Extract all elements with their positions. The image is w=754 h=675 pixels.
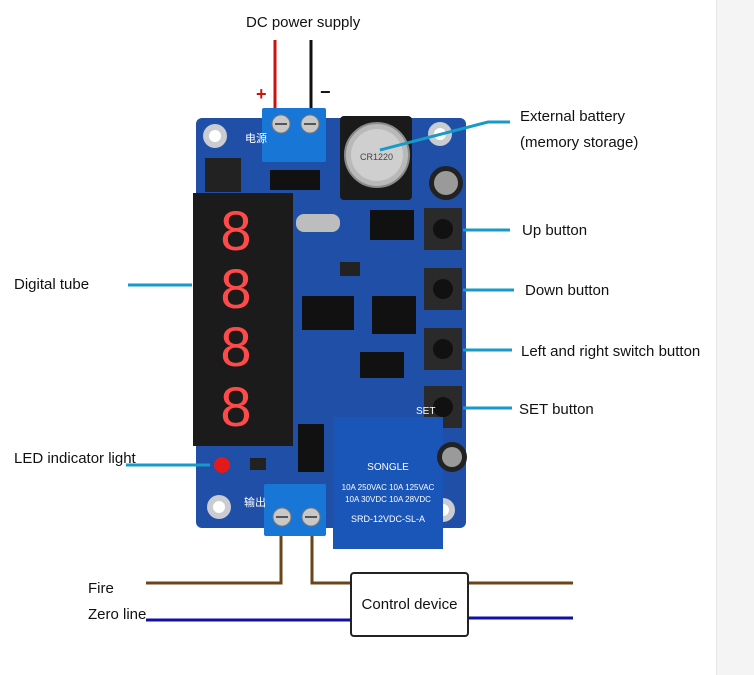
relay-model: SRD-12VDC-SL-A	[351, 514, 425, 524]
battery-label-line2: (memory storage)	[520, 134, 639, 151]
led-label: LED indicator light	[14, 450, 136, 467]
digital-tube-label: Digital tube	[14, 276, 90, 293]
smd-part	[340, 262, 360, 276]
zero-line-label: Zero line	[88, 606, 147, 623]
ic-regulator	[205, 158, 241, 192]
ic-small	[360, 352, 404, 378]
relay-brand: SONGLE	[367, 462, 409, 473]
fire-label: Fire	[88, 580, 114, 597]
digit-3: 8	[220, 315, 251, 378]
dc-power-label: DC power supply	[246, 14, 361, 31]
coin-battery: CR1220	[340, 116, 412, 200]
digital-tube: 8 8 8 8	[193, 193, 293, 446]
crystal	[296, 214, 340, 232]
set-silk: SET	[416, 406, 435, 417]
lr-switch-label: Left and right switch button	[521, 343, 701, 360]
digit-4: 8	[220, 375, 251, 438]
fire-wire	[146, 536, 283, 585]
diode-block	[270, 170, 320, 190]
led-indicator	[214, 457, 230, 473]
ic-driver-1	[302, 296, 354, 330]
capacitor-bottom	[437, 442, 467, 472]
power-silk-text: 电源	[245, 131, 267, 145]
ic-rtc	[370, 210, 414, 240]
relay-rating-2: 10A 30VDC 10A 28VDC	[345, 495, 431, 504]
down-button-label: Down button	[525, 282, 610, 299]
battery-mark: CR1220	[360, 152, 393, 162]
relay-rating-1: 10A 250VAC 10A 125VAC	[342, 483, 435, 492]
right-margin-band	[716, 0, 754, 675]
control-device-label: Control device	[361, 596, 458, 613]
capacitor-top	[429, 166, 463, 200]
up-button-label: Up button	[522, 222, 588, 239]
minus-sign: −	[320, 82, 331, 102]
output-terminal	[264, 484, 326, 536]
fire-wire-to-device	[310, 536, 350, 585]
transistor	[298, 424, 324, 472]
smd-resistor	[250, 458, 266, 470]
set-button-label: SET button	[519, 401, 594, 418]
power-terminal	[262, 108, 326, 162]
digit-1: 8	[220, 199, 251, 262]
digit-2: 8	[220, 257, 251, 320]
plus-sign: +	[256, 84, 267, 104]
output-silk-text: 输出	[244, 495, 266, 509]
callout-lines	[126, 120, 514, 467]
battery-label-line1: External battery	[520, 108, 626, 125]
control-device-box: Control device	[350, 572, 469, 637]
ic-driver-2	[372, 296, 416, 334]
board-buttons	[424, 208, 462, 428]
relay: SONGLE 10A 250VAC 10A 125VAC 10A 30VDC 1…	[333, 417, 443, 549]
